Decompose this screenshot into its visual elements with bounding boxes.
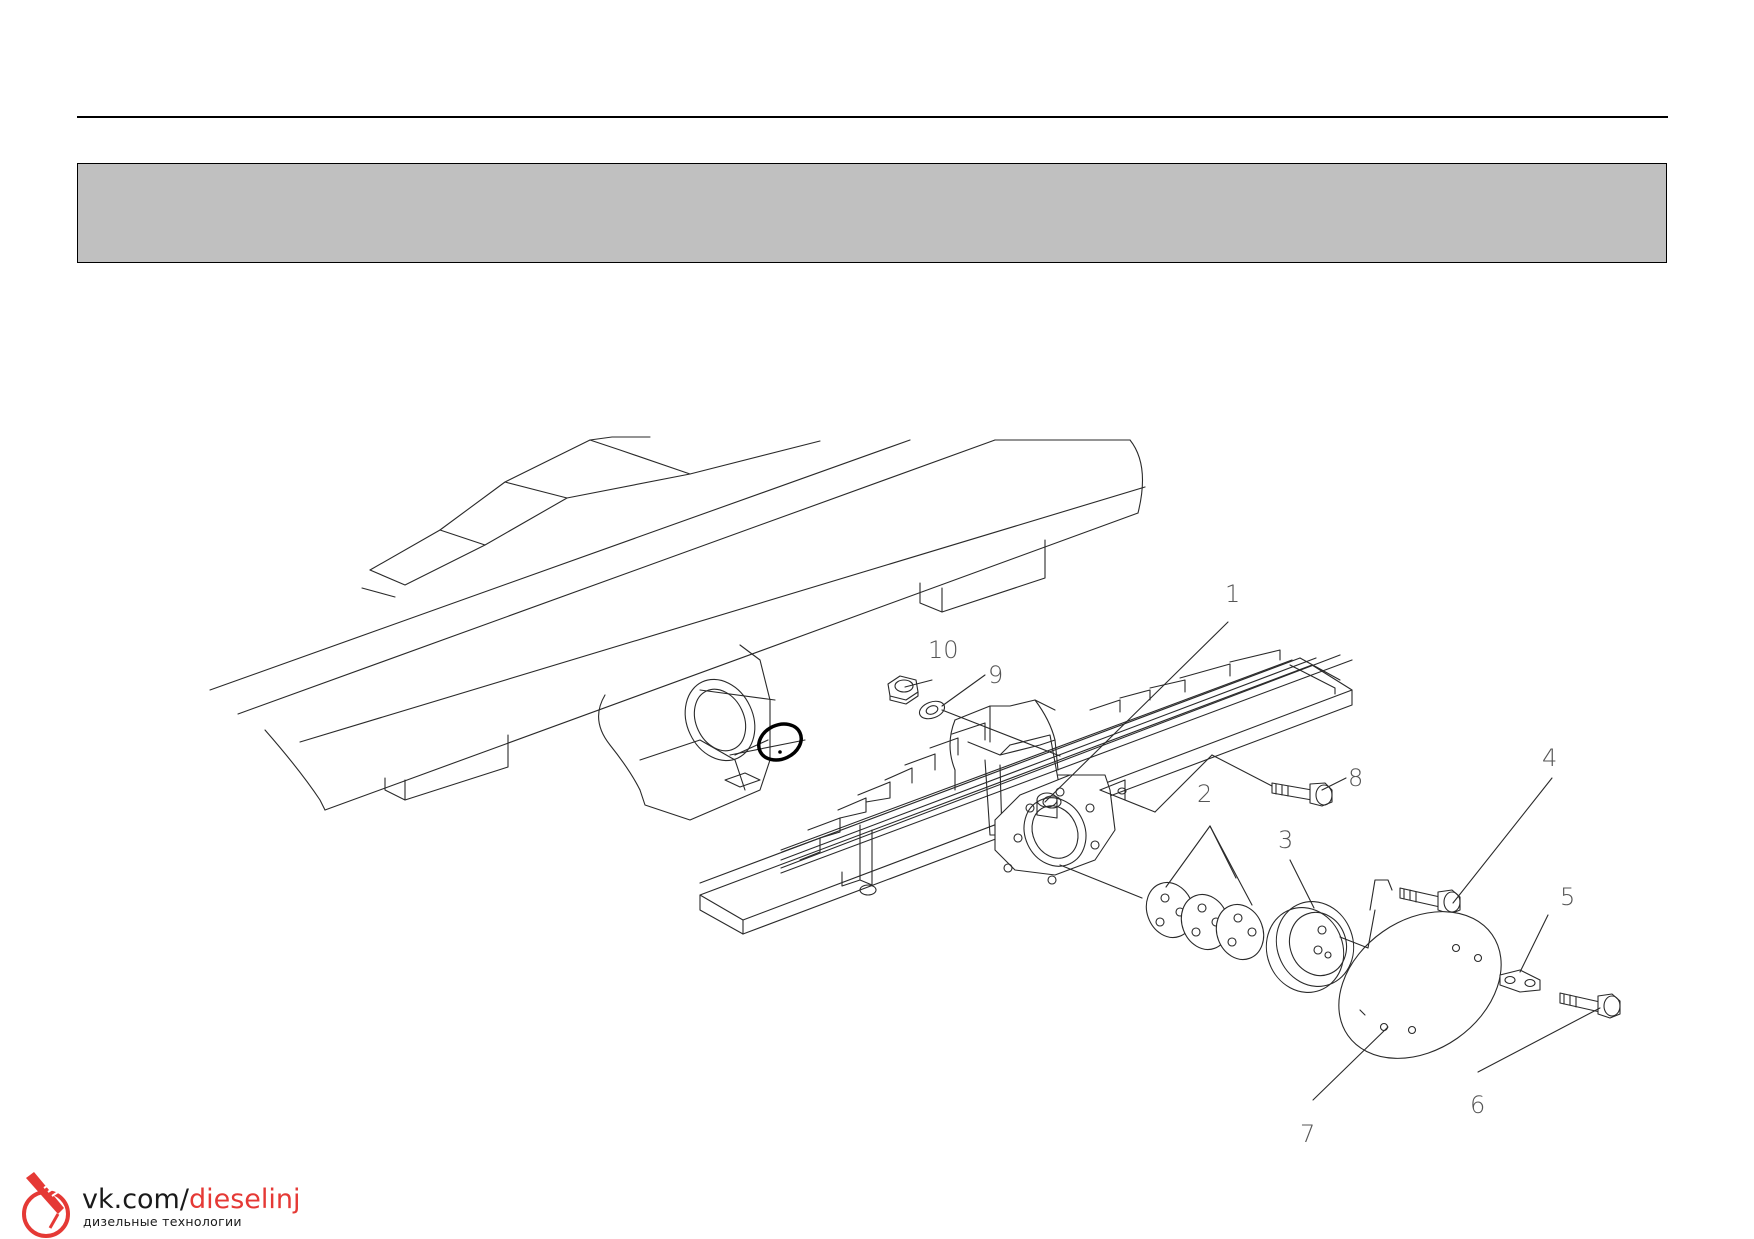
callout-8: 8 <box>1348 764 1363 792</box>
callout-3: 3 <box>1278 826 1293 854</box>
part-9-washer <box>918 700 946 720</box>
watermark-tagline: дизельные технологии <box>83 1214 242 1229</box>
part-6-bolt <box>1559 992 1621 1019</box>
part-7-cover-plate <box>1338 911 1502 1059</box>
callout-6: 6 <box>1470 1091 1485 1119</box>
callout-5: 5 <box>1560 883 1575 911</box>
leader-lines <box>904 621 1601 1101</box>
part-10-nut <box>887 675 919 705</box>
callout-4: 4 <box>1542 744 1557 772</box>
part-2-shims <box>1145 881 1265 961</box>
callout-10: 10 <box>928 636 959 664</box>
chassis-frame <box>209 436 1146 821</box>
leaf-spring-pack <box>699 649 1353 935</box>
injector-logo-icon <box>22 1172 70 1238</box>
callout-2: 2 <box>1197 780 1212 808</box>
axle-seal-ring <box>757 722 803 762</box>
callout-labels: 1 2 3 4 5 6 7 8 9 10 <box>928 580 1575 1148</box>
watermark: vk.com/dieselinj дизельные технологии <box>20 1170 320 1239</box>
spring-hanger-bracket <box>994 774 1127 885</box>
callout-7: 7 <box>1300 1120 1315 1148</box>
part-3-bushing <box>1265 901 1355 993</box>
part-8-bolt <box>1271 782 1333 807</box>
part-5-lock-plate <box>1499 969 1541 993</box>
callout-1: 1 <box>1225 580 1240 608</box>
header-band <box>77 163 1667 263</box>
watermark-domain: vk.com/dieselinj <box>82 1184 301 1215</box>
part-4-bolt <box>1399 887 1461 915</box>
callout-9: 9 <box>988 661 1003 689</box>
top-rule <box>77 116 1668 118</box>
